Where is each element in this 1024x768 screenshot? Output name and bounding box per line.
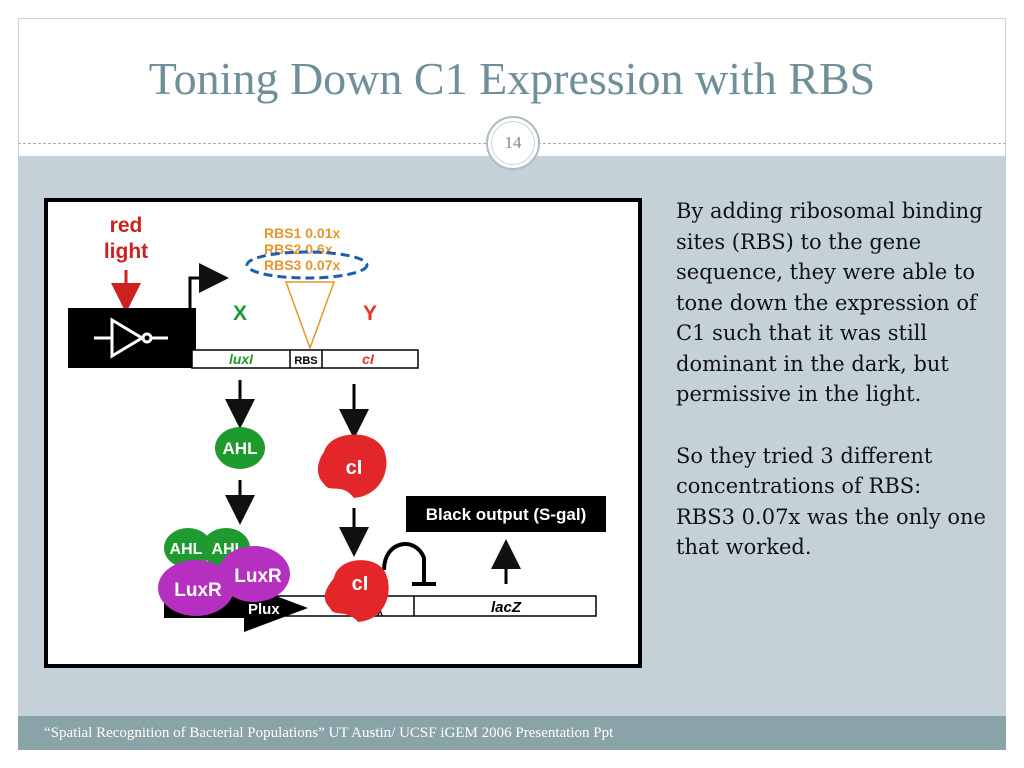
- rbs-insertion-triangle: [284, 281, 336, 351]
- gene-ci-label: cI: [362, 351, 375, 367]
- black-output-box: [406, 496, 606, 532]
- red-light-label-line1: red: [110, 214, 143, 237]
- body-text: By adding ribosomal binding sites (RBS) …: [676, 196, 986, 594]
- ahl-complex-a: [164, 528, 212, 568]
- rbs3-highlight-ellipse: [245, 250, 369, 280]
- inverter-icon: [94, 317, 168, 359]
- lacz-label: lacZ: [491, 599, 522, 616]
- promoter-arrow: [188, 263, 229, 308]
- plux-label: Plux: [248, 601, 280, 618]
- ci-protein: [317, 434, 387, 498]
- y-label: Y: [363, 302, 377, 325]
- gene-luxi-label: luxI: [229, 351, 254, 367]
- luxr-protein-a: [158, 560, 234, 616]
- genetic-circuit-diagram: red light RBS1 0.01x RBS2 0.6x RBS3 0.07…: [44, 198, 642, 668]
- diagram-svg: red light RBS1 0.01x RBS2 0.6x RBS3 0.07…: [44, 198, 642, 668]
- gene-rbs-label: RBS: [294, 355, 317, 367]
- body-paragraph-1: By adding ribosomal binding sites (RBS) …: [676, 199, 983, 406]
- ahl-molecule: [215, 427, 265, 469]
- rbs3-label: RBS3 0.07x: [264, 257, 340, 273]
- slide-title: Toning Down C1 Expression with RBS: [148, 53, 876, 104]
- footer-citation: “Spatial Recognition of Bacterial Popula…: [18, 716, 1006, 750]
- slide-number-ring: [491, 121, 535, 165]
- repression-arc: [382, 542, 426, 582]
- ahl-label: AHL: [223, 439, 258, 458]
- ci-bound-protein: [324, 560, 389, 622]
- red-light-label-line2: light: [104, 240, 148, 263]
- ci-protein-label: cI: [346, 457, 363, 479]
- rbs1-label: RBS1 0.01x: [264, 225, 340, 241]
- luxr-b-label: LuxR: [234, 566, 282, 587]
- luxr-protein-b: [218, 546, 290, 602]
- x-label: X: [233, 302, 247, 325]
- operator-subscript: λ: [377, 607, 383, 619]
- black-output-label: Black output (S-gal): [426, 505, 587, 524]
- inverter-block: [68, 308, 196, 368]
- body-paragraph-2: So they tried 3 different concentrations…: [676, 443, 986, 560]
- ahl-complex-a-label: AHL: [170, 541, 203, 558]
- luxr-a-label: LuxR: [174, 580, 222, 601]
- ci-bound-label: cI: [352, 573, 369, 595]
- gene-bar: [191, 349, 419, 369]
